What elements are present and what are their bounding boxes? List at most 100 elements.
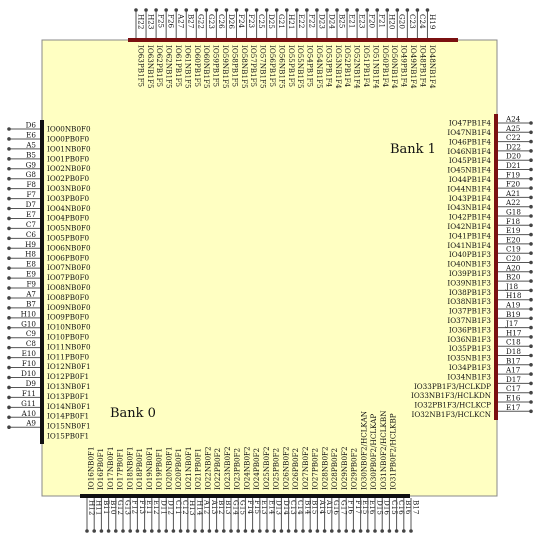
left-signal-label: IO01PB0F0 xyxy=(47,154,90,163)
bottom-signal-label: IO27NB0F2 xyxy=(301,446,310,490)
left-pin-number: C9 xyxy=(26,329,36,338)
pin-terminal xyxy=(142,529,147,533)
pin-terminal xyxy=(284,8,289,12)
bottom-signal-label: IO22NB0F2 xyxy=(203,446,212,490)
top-signal-label: IO59PB1F5 xyxy=(212,45,221,88)
left-pin-bar xyxy=(40,120,44,444)
bottom-pin-number: E13 xyxy=(260,500,269,515)
bottom-signal-label: IO25PB0F2 xyxy=(272,448,281,490)
bottom-pin-number: C12 xyxy=(181,500,190,515)
top-signal-label: IO62NB1F5 xyxy=(165,45,174,89)
pin-terminal xyxy=(7,186,11,191)
pin-terminal xyxy=(106,529,111,533)
left-pin-number: E8 xyxy=(26,260,36,269)
top-signal-label: IO60PB1F5 xyxy=(193,45,202,88)
left-pin-number: F8 xyxy=(26,180,36,189)
right-pin-number: A22 xyxy=(505,198,520,207)
top-pin-number: F20 xyxy=(368,14,377,29)
pin-terminal xyxy=(7,127,11,131)
pin-terminal xyxy=(154,8,158,12)
left-signal-label: IO00NB0F0 xyxy=(47,125,91,134)
bottom-signal-label: IO31PB0F2/HCLKBP xyxy=(389,413,398,490)
left-signal-label: IO11NB0F0 xyxy=(47,342,91,351)
bottom-pin-number: A12 xyxy=(203,499,212,514)
left-pin-number: A9 xyxy=(25,419,36,428)
right-signal-label: IO32PB1F3/HCLKCP xyxy=(414,401,491,410)
pin-terminal xyxy=(194,8,199,12)
bottom-pin-number: E11 xyxy=(145,500,154,514)
bottom-pin-number: H11 xyxy=(95,500,104,515)
bank1-label: Bank 1 xyxy=(390,142,436,157)
left-pin-group: D6E6A5B5G9G8F8F7D7E7C7C6H9H8E8E9F9A7B7H1… xyxy=(7,121,91,441)
pin-terminal xyxy=(224,8,229,12)
right-signal-label: IO40PB1F3 xyxy=(449,250,492,259)
bottom-signal-label: IO28PB0F2 xyxy=(330,448,339,490)
pin-terminal xyxy=(305,8,309,12)
pin-terminal xyxy=(7,425,11,430)
pin-terminal xyxy=(7,266,11,270)
right-signal-label: IO47NB1F4 xyxy=(447,128,491,137)
left-signal-label: IO12NB0F1 xyxy=(47,362,91,371)
bottom-pin-bar xyxy=(80,494,410,498)
top-signal-label: IO50PB1F4 xyxy=(381,45,390,88)
pin-terminal xyxy=(295,8,299,12)
pin-terminal xyxy=(358,529,363,533)
pin-terminal xyxy=(279,529,284,533)
left-signal-label: IO07PB0F0 xyxy=(47,273,90,282)
pin-terminal xyxy=(335,8,339,12)
bottom-pin-number: F12 xyxy=(131,500,140,514)
right-pin-number: A19 xyxy=(505,301,521,310)
right-pin-number: B17 xyxy=(506,356,521,365)
top-signal-label: IO51PB1F4 xyxy=(362,45,371,88)
bottom-signal-label: IO31NB0F2/HCLKBN xyxy=(379,411,388,490)
right-signal-label: IO33NB1F3/HCLKDN xyxy=(411,391,491,400)
top-signal-label: IO58NB1F5 xyxy=(240,45,249,89)
pin-terminal xyxy=(265,529,269,533)
left-signal-label: IO15PB0F1 xyxy=(47,432,89,441)
pin-terminal xyxy=(345,8,349,12)
top-signal-label: IO54PB1F5 xyxy=(306,45,315,88)
top-signal-label: IO61PB1F5 xyxy=(174,45,183,88)
bottom-signal-label: IO24NB0F2 xyxy=(242,446,251,490)
pin-terminal xyxy=(7,276,11,280)
right-pin-bar xyxy=(494,114,498,420)
bottom-pin-number: E15 xyxy=(361,500,370,515)
left-signal-label: IO10NB0F0 xyxy=(47,323,91,332)
left-signal-label: IO08NB0F0 xyxy=(47,283,91,292)
bottom-pin-number: B11 xyxy=(102,500,111,514)
pin-terminal xyxy=(184,8,189,12)
top-signal-label: IO60NB1F5 xyxy=(202,45,211,89)
bottom-pin-number: E16 xyxy=(368,500,377,515)
pin-terminal xyxy=(529,325,533,330)
left-signal-label: IO05NB0F0 xyxy=(47,224,91,233)
bottom-pin-number: D13 xyxy=(275,500,284,515)
bottom-pin-number: H14 xyxy=(195,500,204,516)
right-pin-number: G18 xyxy=(506,208,521,217)
top-signal-label: IO53PB1F4 xyxy=(324,45,333,88)
bottom-signal-label: IO23PB0F2 xyxy=(233,448,242,490)
right-pin-number: C18 xyxy=(506,338,521,347)
left-pin-number: H9 xyxy=(25,240,36,249)
bottom-signal-label: IO25NB0F2 xyxy=(262,446,271,490)
pin-terminal xyxy=(529,307,533,311)
pin-terminal xyxy=(193,529,197,533)
right-pin-number: D22 xyxy=(506,142,521,151)
top-signal-label: IO53NB1F4 xyxy=(334,45,343,89)
left-pin-number: E6 xyxy=(26,130,36,139)
pin-terminal xyxy=(402,529,406,533)
pin-terminal xyxy=(7,306,11,310)
right-pin-number: D18 xyxy=(506,347,521,356)
bottom-pin-number: B14 xyxy=(303,500,312,515)
bottom-pin-number: H13 xyxy=(188,500,197,516)
pin-terminal xyxy=(7,196,11,201)
bottom-pin-number: D14 xyxy=(282,500,291,515)
right-pin-number: E17 xyxy=(506,403,521,412)
pin-terminal xyxy=(7,375,11,380)
top-signal-label: IO49NB1F4 xyxy=(409,45,418,89)
top-pin-number: H21 xyxy=(287,14,296,29)
pin-terminal xyxy=(171,529,176,533)
top-pin-number: E22 xyxy=(297,14,306,28)
right-signal-label: IO37NB1F3 xyxy=(447,316,491,325)
bottom-signal-label: IO18PB0F1 xyxy=(135,448,144,490)
top-pin-number: G21 xyxy=(277,14,286,29)
